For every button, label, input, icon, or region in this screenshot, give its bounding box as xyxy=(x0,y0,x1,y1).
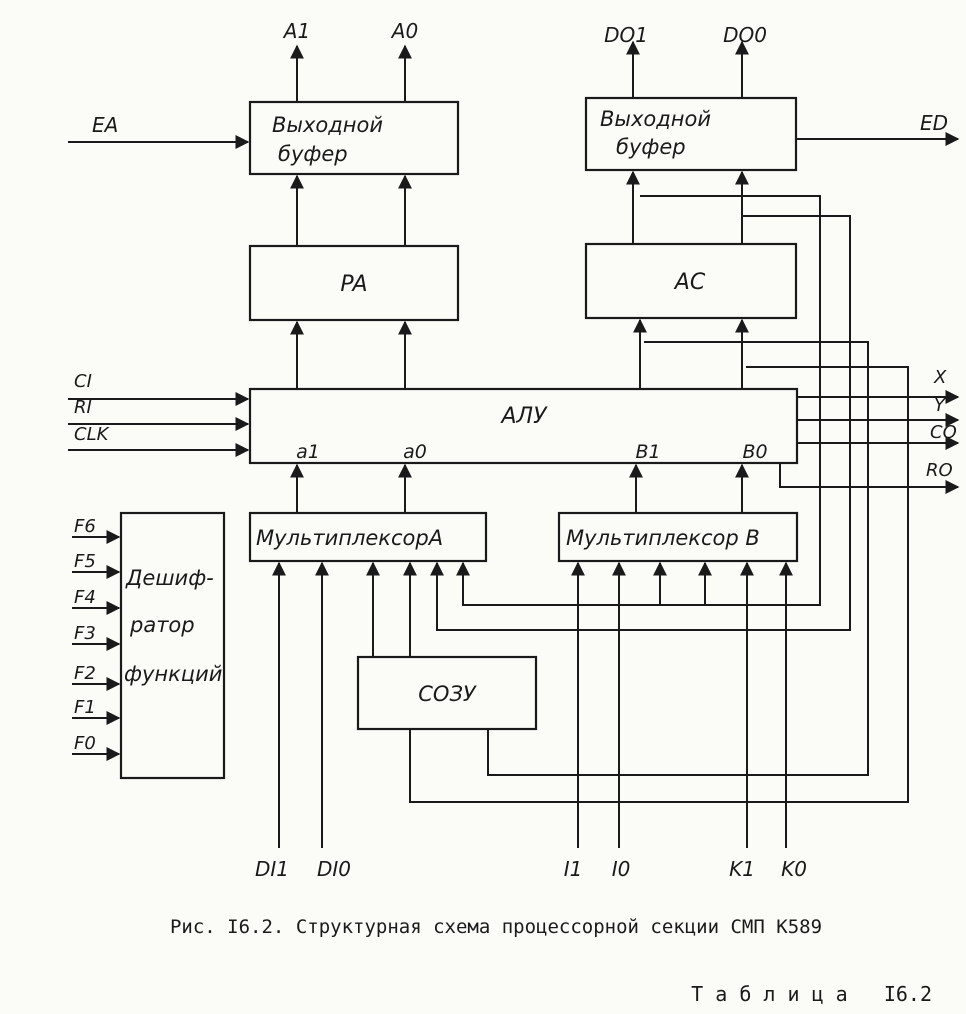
label-di1: DI1 xyxy=(255,857,289,881)
accumulator-ac: AC xyxy=(584,242,798,320)
label-f5: F5 xyxy=(74,551,96,572)
label-f1: F1 xyxy=(74,697,96,718)
feedback-loops xyxy=(430,195,851,631)
label-ea: EA xyxy=(92,113,118,137)
decoder-line1: Дешиф- xyxy=(125,566,214,590)
label-co: CO xyxy=(930,422,957,443)
output-buffer-left-line2: буфер xyxy=(278,142,348,166)
datapath-arrows xyxy=(290,40,749,513)
sozu-memory: СОЗУ xyxy=(356,655,538,731)
label-clk: CLK xyxy=(74,424,110,445)
figure-caption: Рис. I6.2. Структурная схема процессорно… xyxy=(170,916,822,938)
label-a0: A0 xyxy=(390,19,418,43)
signal-labels: A1 A0 DO1 DO0 EA ED CI RI CLK X Y CO RO … xyxy=(74,19,957,881)
output-buffer-right-line1: Выходной xyxy=(600,107,711,131)
label-ro: RO xyxy=(926,460,953,481)
alu-port-a1: a1 xyxy=(296,441,320,463)
label-i0: I0 xyxy=(612,857,631,881)
output-buffer-left-line1: Выходной xyxy=(272,113,383,137)
label-f0: F0 xyxy=(74,733,96,754)
label-a1: A1 xyxy=(282,19,310,43)
register-pa: PA xyxy=(248,244,460,322)
label-y: Y xyxy=(934,395,947,416)
bottom-inputs xyxy=(272,561,793,848)
label-ed: ED xyxy=(920,111,948,135)
multiplexer-b-label: Мультиплексор B xyxy=(566,526,760,550)
label-f6: F6 xyxy=(74,516,96,537)
function-decoder: Дешиф- ратор функций xyxy=(119,511,226,780)
label-ci: CI xyxy=(74,371,92,392)
alu: АЛУ a1 a0 B1 B0 xyxy=(248,387,799,465)
alu-port-a0: a0 xyxy=(403,441,427,463)
label-do0: DO0 xyxy=(723,23,767,47)
decoder-line2: ратор xyxy=(129,613,195,637)
status-outputs xyxy=(779,390,960,494)
label-f2: F2 xyxy=(74,663,96,684)
label-di0: DI0 xyxy=(317,857,351,881)
decoder-inputs xyxy=(72,530,121,761)
multiplexer-b: Мультиплексор B xyxy=(557,511,799,563)
decoder-line3: функций xyxy=(124,662,222,686)
output-buffer-left: Выходной буфер xyxy=(248,100,460,176)
label-ri: RI xyxy=(74,397,92,418)
alu-label: АЛУ xyxy=(500,404,549,429)
label-f4: F4 xyxy=(74,587,96,608)
output-buffer-right: Выходной буфер xyxy=(584,96,798,172)
label-x: X xyxy=(933,367,947,388)
sozu-label: СОЗУ xyxy=(418,682,477,706)
alu-port-b1: B1 xyxy=(635,441,660,463)
sozu-connections xyxy=(366,341,909,803)
multiplexer-a-label: МультиплексорA xyxy=(256,526,443,550)
output-buffer-right-line2: буфер xyxy=(616,135,686,159)
control-inputs xyxy=(68,135,250,457)
register-pa-label: PA xyxy=(340,272,367,297)
multiplexer-a: МультиплексорA xyxy=(248,511,488,563)
table-label: Т а б л и ц а I6.2 xyxy=(691,982,932,1006)
alu-port-b0: B0 xyxy=(742,441,767,463)
label-k1: K1 xyxy=(729,857,755,881)
accumulator-ac-label: AC xyxy=(673,270,706,295)
label-k0: K0 xyxy=(781,857,807,881)
label-f3: F3 xyxy=(74,623,96,644)
label-do1: DO1 xyxy=(604,23,648,47)
label-i1: I1 xyxy=(564,857,583,881)
